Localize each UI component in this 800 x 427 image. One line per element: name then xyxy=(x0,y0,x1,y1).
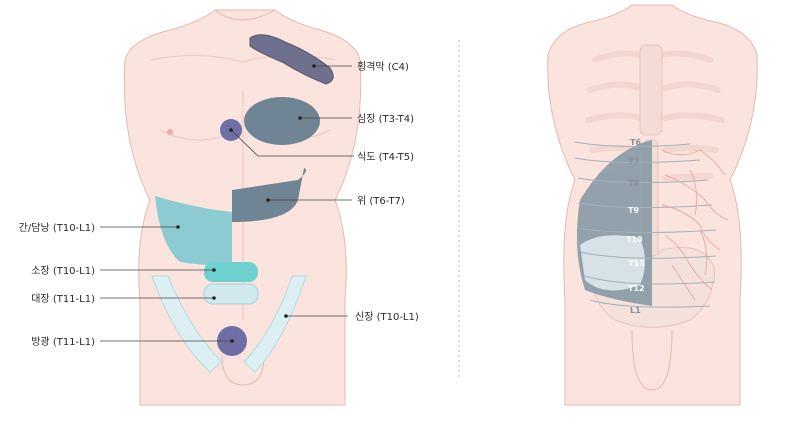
leader-lines xyxy=(100,65,354,342)
dermatome-t12: T12 xyxy=(628,284,645,293)
dermatome-t11: T11 xyxy=(628,259,645,268)
label-diaphragm: 횡격막 (C4) xyxy=(357,60,409,73)
left-nipple xyxy=(167,129,173,135)
heart-organ xyxy=(244,97,320,145)
label-bladder: 방광 (T11-L1) xyxy=(31,336,95,348)
label-esophagus: 식도 (T4-T5) xyxy=(357,151,414,163)
leader-dots xyxy=(176,64,316,343)
dermatome-t7: T7 xyxy=(628,157,639,166)
vessel-network xyxy=(661,149,729,301)
label-heart: 심장 (T3-T4) xyxy=(357,113,414,125)
dermatome-t9: T9 xyxy=(628,206,639,215)
liver-organ xyxy=(155,196,232,265)
label-small-intestine: 소장 (T10-L1) xyxy=(31,265,95,277)
stomach-organ xyxy=(232,168,306,222)
dermatome-pale-patch xyxy=(580,235,645,291)
kidney-band-left xyxy=(151,275,223,373)
dermatome-t10: T10 xyxy=(626,235,643,244)
dermatome-bands xyxy=(574,141,717,308)
large-intestine-organ xyxy=(203,283,259,305)
label-liver-gallbladder: 간/담낭 (T10-L1) xyxy=(19,222,95,234)
sternum xyxy=(639,44,663,136)
label-large-intestine: 대장 (T11-L1) xyxy=(31,293,95,305)
small-intestine-organ xyxy=(204,262,258,282)
diaphragm-organ xyxy=(249,34,334,85)
dermatome-t6: T6 xyxy=(630,138,641,147)
kidney-band-right xyxy=(243,275,307,373)
dermatome-l1: L1 xyxy=(630,306,641,315)
dermatome-t8: T8 xyxy=(628,179,639,188)
label-kidney: 신장 (T10-L1) xyxy=(355,311,419,323)
label-stomach: 위 (T6-T7) xyxy=(357,194,405,207)
